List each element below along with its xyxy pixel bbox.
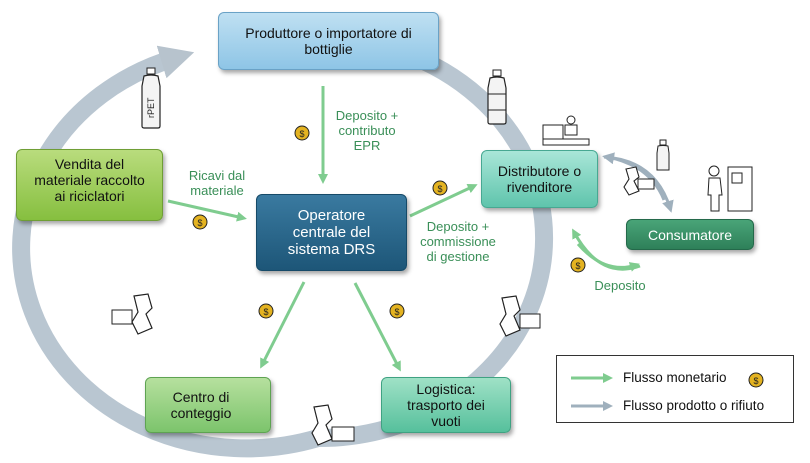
svg-text:$: $: [575, 261, 580, 271]
drs-line-2: centrale del: [292, 224, 371, 241]
logistics-line-1: Logistica:: [416, 381, 476, 397]
producer-line-1: Produttore o importatore di: [245, 25, 412, 41]
crushed-bottle-icon: [623, 166, 655, 196]
coin-icon: $: [432, 180, 448, 196]
drs-operator-node: Operatore centrale del sistema DRS: [256, 194, 407, 271]
consumer-label: Consumatore: [647, 226, 733, 243]
deposit-fee-label: Deposito + commissione di gestione: [420, 219, 496, 264]
coin-icon: $: [258, 303, 274, 319]
distributor-line-1: Distributore o: [497, 163, 582, 179]
svg-text:$: $: [437, 184, 442, 194]
logistics-node: Logistica: trasporto dei vuoti: [381, 377, 511, 433]
consumer-vending-icon: [707, 165, 753, 212]
crushed-bottle-icon: [111, 293, 153, 335]
deposit-epr-label: Deposito + contributo EPR: [335, 108, 399, 153]
rpet-bottle-icon: rPET: [141, 67, 161, 129]
coin-icon: $: [192, 214, 208, 230]
counting-line-2: conteggio: [170, 405, 232, 421]
counting-center-node: Centro di conteggio: [145, 377, 271, 433]
svg-text:$: $: [299, 129, 304, 139]
crushed-bottle-icon: [499, 295, 541, 337]
crushed-bottle-icon: [311, 404, 355, 446]
bottle-icon: [656, 139, 670, 171]
legend-money-label: Flusso monetario: [623, 370, 727, 385]
consumer-node: Consumatore: [626, 219, 754, 250]
arrow-drs-to-distributor: [409, 184, 478, 218]
bottle-icon: [487, 69, 507, 125]
drs-line-1: Operatore: [297, 207, 366, 224]
svg-text:$: $: [197, 218, 202, 228]
legend-product-label: Flusso prodotto o rifiuto: [623, 398, 765, 413]
sale-node: Vendita del materiale raccolto ai ricicl…: [16, 149, 163, 221]
sale-line-3: ai riciclatori: [54, 188, 125, 204]
distributor-node: Distributore o rivenditore: [481, 150, 598, 208]
revenues-label: Ricavi dal materiale: [188, 168, 246, 198]
counting-line-1: Centro di: [172, 389, 230, 405]
sale-line-1: Vendita del: [54, 156, 125, 172]
drs-line-3: sistema DRS: [287, 241, 376, 258]
arrow-sale-to-drs: [167, 199, 247, 222]
distributor-line-2: rivenditore: [506, 179, 573, 195]
coin-icon: $: [294, 125, 310, 141]
rpet-label: rPET: [146, 97, 156, 118]
svg-text:$: $: [394, 307, 399, 317]
store-counter-icon: [542, 115, 590, 146]
sale-line-2: materiale raccolto: [34, 172, 145, 188]
logistics-line-3: vuoti: [431, 413, 461, 429]
producer-node: Produttore o importatore di bottiglie: [218, 12, 439, 70]
logistics-line-2: trasporto dei: [407, 397, 485, 413]
coin-icon: $: [748, 372, 764, 388]
producer-line-2: bottiglie: [304, 41, 353, 57]
deposit-label: Deposito: [594, 278, 646, 293]
legend: $ Flusso monetario Flusso prodotto o rif…: [556, 355, 794, 423]
svg-text:$: $: [263, 307, 268, 317]
arrow-drs-to-counting: [260, 281, 306, 369]
coin-icon: $: [570, 257, 586, 273]
svg-text:$: $: [753, 376, 758, 386]
coin-icon: $: [389, 303, 405, 319]
arrow-drs-to-logistics: [353, 282, 401, 372]
